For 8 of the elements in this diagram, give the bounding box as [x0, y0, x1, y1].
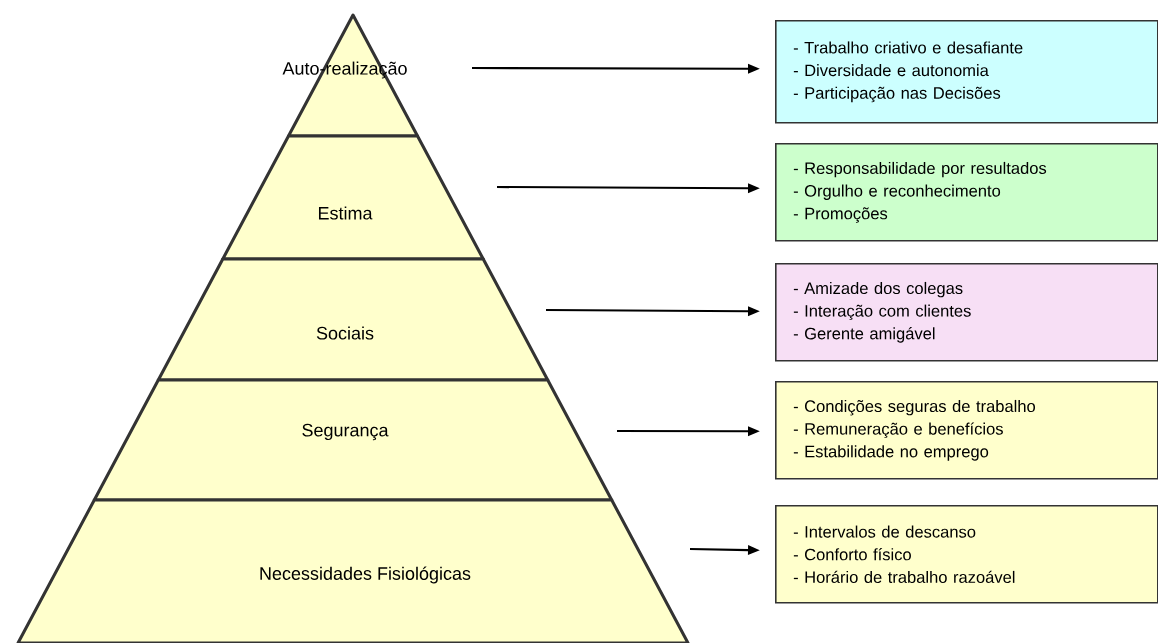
text-box: - Condições seguras de trabalho - Remuneração e benefícios - Estabilidade no emprego	[775, 381, 1158, 480]
pyramid-level: Sociais	[156, 257, 550, 382]
text-box: - Intervalos de descanso - Conforto físico - Horário de trabalho razoável	[775, 505, 1158, 604]
pyramid-level: Necessidades Fisiológicas	[16, 498, 690, 643]
text-box: - Trabalho criativo e desafiante - Diversidade e autonomia - Participação nas Decisões	[775, 20, 1158, 124]
text-box: - Responsabilidade por resultados - Orgulho e reconhecimento - Promoções	[775, 143, 1158, 242]
text-box: - Amizade dos colegas - Interação com clientes - Gerente amigável	[775, 263, 1158, 362]
pyramid-level: Segurança	[92, 378, 614, 502]
